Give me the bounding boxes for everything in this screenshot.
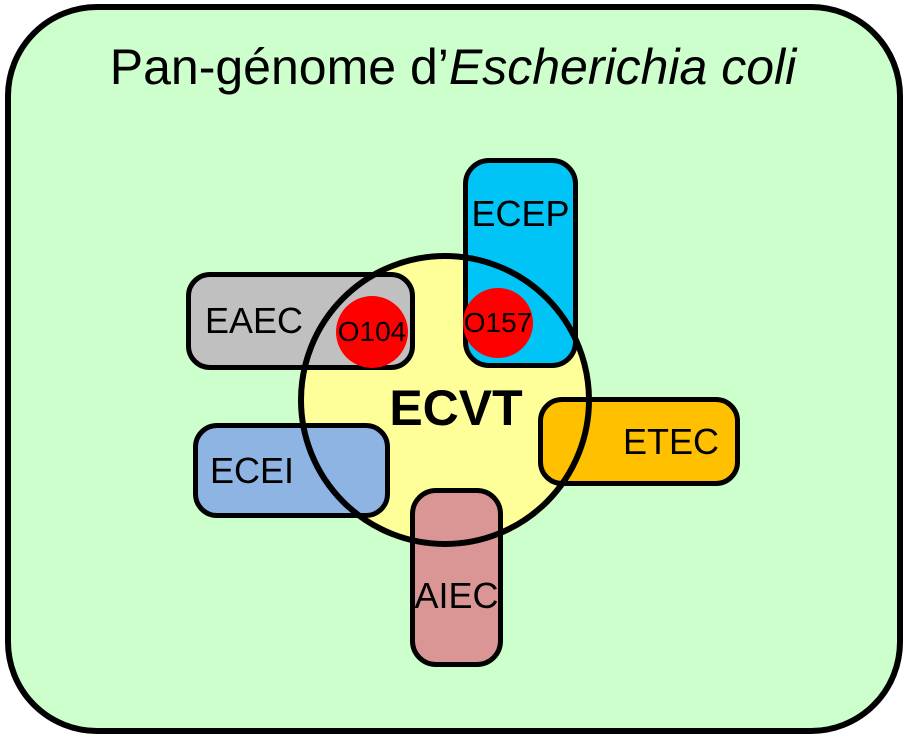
group-box-etec: ETEC bbox=[538, 397, 740, 486]
strain-label-o104: O104 bbox=[337, 316, 407, 347]
group-box-aiec: AIEC bbox=[410, 488, 503, 667]
group-label-ecep: ECEP bbox=[471, 193, 570, 234]
group-label-etec: ETEC bbox=[622, 420, 719, 462]
group-label-aiec: AIEC bbox=[414, 575, 499, 616]
diagram-title: Pan-génome d’Escherichia coli bbox=[0, 40, 906, 95]
core-genome-label: ECVT bbox=[389, 380, 523, 436]
strain-label-o157: O157 bbox=[463, 307, 533, 338]
strain-circle-o104: O104 bbox=[336, 296, 408, 368]
title-species-name: Escherichia coli bbox=[448, 39, 797, 95]
title-prefix: Pan-génome d’ bbox=[109, 39, 449, 95]
strain-circle-o157: O157 bbox=[463, 288, 533, 358]
group-box-ecei: ECEI bbox=[193, 423, 390, 518]
group-label-eaec: EAEC bbox=[205, 300, 304, 342]
group-label-ecei: ECEI bbox=[210, 449, 295, 491]
